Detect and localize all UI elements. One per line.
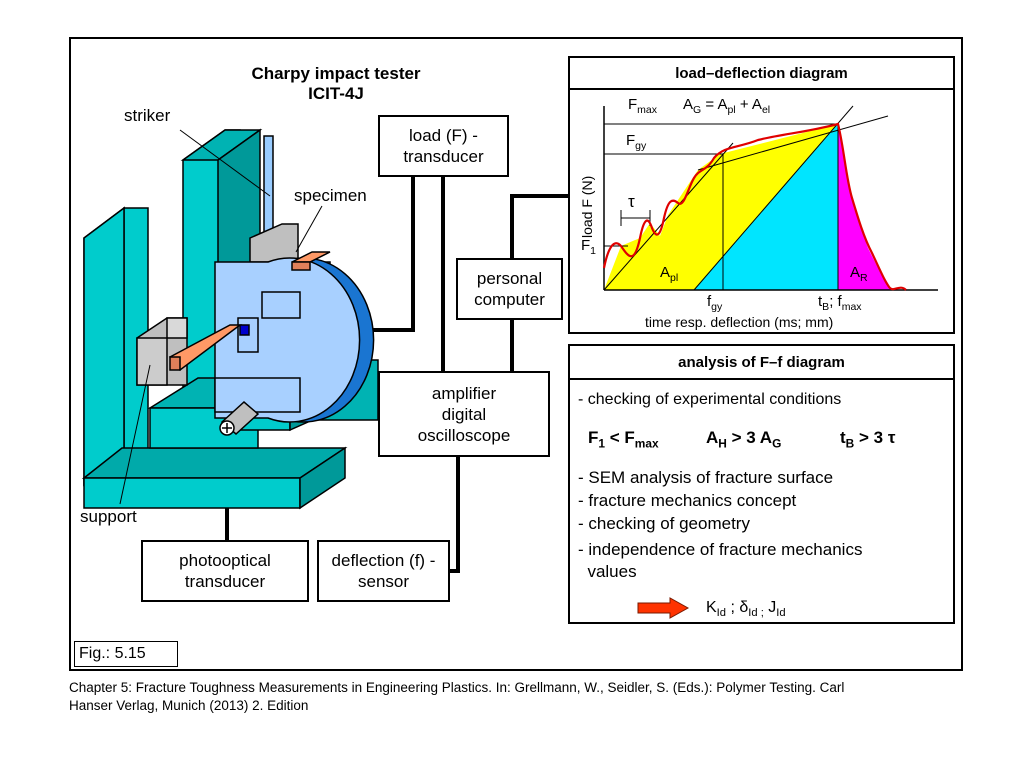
load-transducer-box: load (F) - transducer xyxy=(378,115,509,177)
load-diagram-title: load–deflection diagram xyxy=(568,56,955,90)
fmax-label: Fmax xyxy=(628,96,658,116)
x-fgy-label: fgy xyxy=(707,293,723,313)
photooptical-cylinder xyxy=(219,400,260,436)
figure-frame xyxy=(69,37,963,671)
personal-computer-line2: computer xyxy=(474,290,545,309)
helper-lines xyxy=(603,105,889,291)
condition-ah: AH > 3 AG xyxy=(706,428,782,451)
leader-lines xyxy=(119,129,323,505)
ag-equation: AG = Apl + Ael xyxy=(683,96,771,116)
analysis-item-values: values xyxy=(578,562,637,581)
y-axis-label: load F (N) xyxy=(579,176,595,238)
analysis-item-geometry: - checking of geometry xyxy=(578,514,750,533)
analysis-item-sem: - SEM analysis of fracture surface xyxy=(578,468,834,487)
tau-label: τ xyxy=(628,192,635,211)
x-tb-fmax-label: tB; fmax xyxy=(818,293,862,313)
machine-title: Charpy impact tester ICIT-4J xyxy=(200,64,472,104)
result-parameters: KId ; δId ; JId xyxy=(706,599,786,620)
wire-computer-diagram xyxy=(510,194,568,258)
analysis-title: analysis of F–f diagram xyxy=(568,344,955,380)
load-diagram-svg: load F (N) xyxy=(579,105,938,291)
specimen-bars xyxy=(168,251,331,372)
photooptical-line1: photooptical xyxy=(179,551,271,570)
striker-leader xyxy=(179,129,271,197)
deflection-sensor-box: deflection (f) - sensor xyxy=(317,540,450,602)
support-leader xyxy=(119,364,151,505)
unloading-line xyxy=(693,105,854,291)
machine-title-line2: ICIT-4J xyxy=(308,84,364,103)
ar-label: AR xyxy=(850,264,868,284)
tangent-line xyxy=(697,115,889,171)
photooptical-box: photooptical transducer xyxy=(141,540,309,602)
deflection-sensor-line1: deflection (f) - xyxy=(331,551,436,570)
analysis-item-fracture-mechanics: - fracture mechanics concept xyxy=(578,491,797,510)
condition-f1: F1 < Fmax xyxy=(588,428,659,451)
wire-amplifier-deflection xyxy=(448,456,460,573)
fgy-label: Fgy xyxy=(626,132,647,152)
analysis-item-independence: - independence of fracture mechanics xyxy=(578,540,863,559)
load-transducer-line2: transducer xyxy=(403,147,484,166)
specimen-leader xyxy=(295,205,323,253)
f1-label: F1 xyxy=(581,237,597,257)
result-arrow-icon xyxy=(637,597,690,619)
figure-label: Fig.: 5.15 xyxy=(74,641,178,667)
amplifier-line2: digital xyxy=(441,404,487,424)
caption-line1: Chapter 5: Fracture Toughness Measuremen… xyxy=(69,680,845,695)
specimen-label: specimen xyxy=(294,186,367,205)
measured-curve xyxy=(602,122,907,291)
photooptical-line2: transducer xyxy=(184,572,266,591)
amplifier-line3: oscilloscope xyxy=(417,425,511,445)
support-label: support xyxy=(80,507,137,526)
striker-label: striker xyxy=(124,106,171,125)
personal-computer-line1: personal xyxy=(476,269,543,288)
x-axis-label: time resp. deflection (ms; mm) xyxy=(645,314,834,330)
caption: Chapter 5: Fracture Toughness Measuremen… xyxy=(69,679,979,715)
load-transducer-line1: load (F) - xyxy=(409,126,478,145)
area-ar xyxy=(838,124,892,290)
area-apl xyxy=(604,124,838,290)
apl-label: Apl xyxy=(660,264,679,284)
linear-elastic-line xyxy=(603,142,734,291)
deflection-sensor-line2: sensor xyxy=(357,572,410,591)
analysis-item-conditions: - checking of experimental conditions xyxy=(578,391,842,408)
caption-line2: Hanser Verlag, Munich (2013) 2. Edition xyxy=(69,698,309,713)
pendulum-disc xyxy=(214,257,375,423)
analysis-panel: - checking of experimental conditions F1… xyxy=(568,378,955,624)
condition-tb: tB > 3 τ xyxy=(840,428,896,451)
personal-computer-box: personal computer xyxy=(456,258,563,320)
amplifier-line1: amplifier xyxy=(431,383,497,403)
machine-title-line1: Charpy impact tester xyxy=(251,64,421,83)
amplifier-box: amplifier digital oscilloscope xyxy=(378,371,550,457)
